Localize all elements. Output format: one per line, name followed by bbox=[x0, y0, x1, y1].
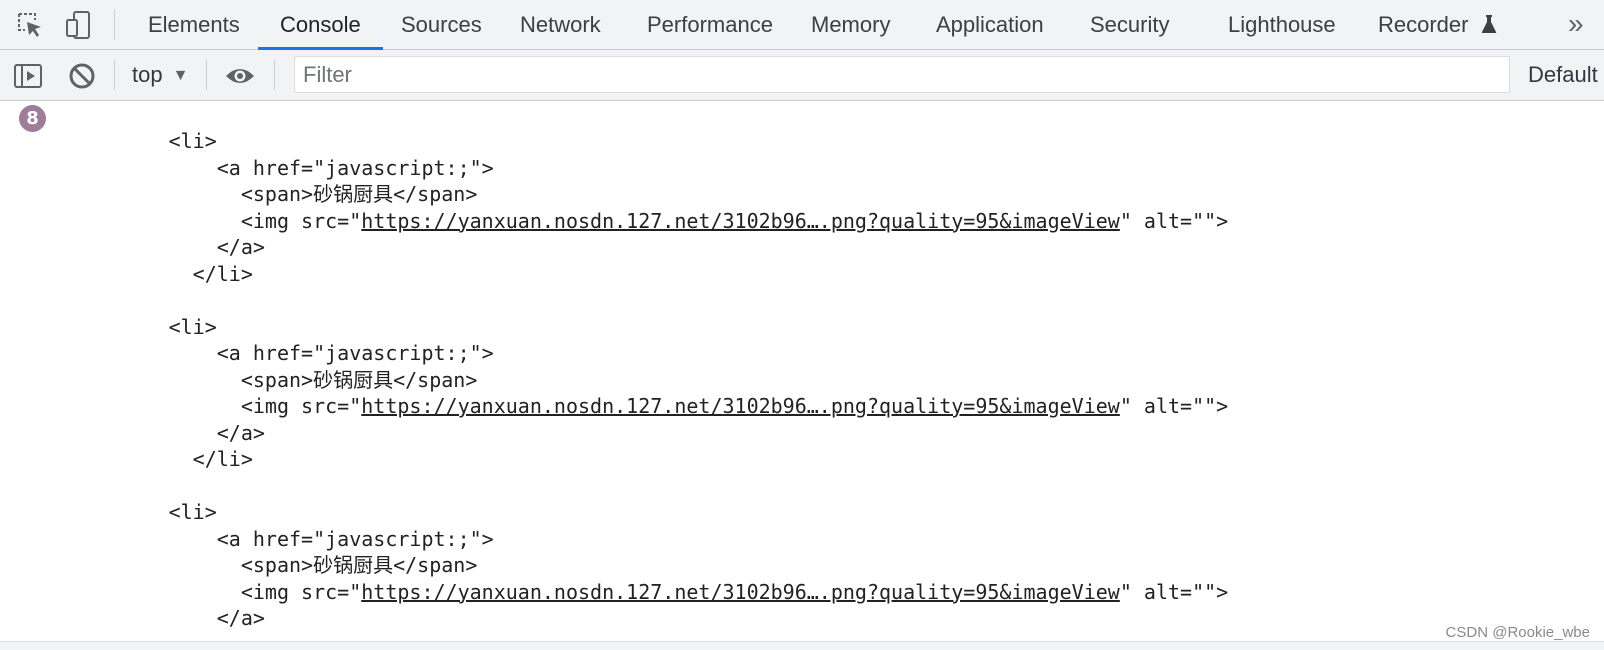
console-code-line: <span>砂锅厨具</span> bbox=[0, 367, 478, 394]
image-url-link[interactable]: https://yanxuan.nosdn.127.net/3102b96….p… bbox=[361, 208, 1120, 233]
console-code-line: <li> bbox=[0, 314, 217, 341]
console-code-line: <span>砂锅厨具</span> bbox=[0, 552, 478, 579]
repeat-count-badge: 8 bbox=[19, 105, 46, 132]
code-text: <li> bbox=[168, 314, 217, 339]
code-indent bbox=[0, 156, 217, 180]
console-code-line: <a href="javascript:;"> bbox=[0, 155, 494, 182]
console-code-line: <img src="https://yanxuan.nosdn.127.net/… bbox=[0, 393, 1228, 420]
code-text: <span>砂锅厨具</span> bbox=[240, 367, 478, 392]
tab-console[interactable]: Console bbox=[258, 0, 383, 50]
code-text: <img src=" bbox=[240, 394, 362, 418]
console-code-line: <span>砂锅厨具</span> bbox=[0, 181, 478, 208]
tab-recorder[interactable]: Recorder bbox=[1356, 0, 1519, 50]
code-text: <a href="javascript:;"> bbox=[216, 155, 494, 180]
inspect-element-icon[interactable] bbox=[14, 9, 46, 41]
code-indent bbox=[0, 553, 241, 577]
code-text: " alt=""> bbox=[1119, 208, 1229, 233]
image-url-link[interactable]: https://yanxuan.nosdn.127.net/3102b96….p… bbox=[361, 579, 1120, 604]
code-indent bbox=[0, 262, 193, 286]
code-indent bbox=[0, 182, 241, 206]
code-indent bbox=[0, 129, 169, 153]
tab-memory[interactable]: Memory bbox=[811, 12, 891, 37]
tab-security[interactable]: Security bbox=[1090, 12, 1170, 37]
tab-application[interactable]: Application bbox=[936, 12, 1044, 37]
console-messages: 8 <li> <a href="javascript:;"> <span>砂锅厨… bbox=[0, 101, 1604, 641]
tab-network[interactable]: Network bbox=[520, 12, 601, 37]
live-expression-eye-icon[interactable] bbox=[224, 60, 256, 92]
code-indent bbox=[0, 447, 193, 471]
log-levels-dropdown[interactable]: Default bbox=[1528, 62, 1598, 87]
console-bottom-strip bbox=[0, 641, 1604, 650]
show-sidebar-icon[interactable] bbox=[12, 60, 44, 92]
console-code-line: <a href="javascript:;"> bbox=[0, 340, 494, 367]
console-code-line: </a> bbox=[0, 234, 265, 261]
watermark: CSDN @Rookie_wbe bbox=[1445, 624, 1590, 641]
code-indent bbox=[0, 421, 217, 445]
code-text: </a> bbox=[216, 420, 265, 445]
code-indent bbox=[0, 394, 241, 418]
code-indent bbox=[0, 500, 169, 524]
tab-performance[interactable]: Performance bbox=[647, 12, 773, 37]
more-tabs-chevron-icon[interactable]: » bbox=[1568, 8, 1584, 39]
console-code-line: <li> bbox=[0, 128, 217, 155]
code-indent bbox=[0, 606, 217, 630]
tab-recorder-label: Recorder bbox=[1378, 12, 1469, 37]
code-text: " alt=""> bbox=[1119, 579, 1229, 604]
code-indent bbox=[0, 580, 241, 604]
device-toolbar-icon[interactable] bbox=[62, 9, 94, 41]
code-text: <span>砂锅厨具</span> bbox=[240, 553, 478, 577]
image-url-link[interactable]: https://yanxuan.nosdn.127.net/3102b96….p… bbox=[361, 394, 1120, 418]
tab-elements[interactable]: Elements bbox=[148, 12, 240, 37]
console-code-line: </li> bbox=[0, 261, 253, 288]
code-text: " alt=""> bbox=[1119, 394, 1229, 418]
tab-sources[interactable]: Sources bbox=[401, 12, 482, 37]
console-code-line: </li> bbox=[0, 446, 253, 473]
code-indent bbox=[0, 368, 241, 392]
toolbar-divider bbox=[114, 60, 115, 90]
code-indent bbox=[0, 315, 169, 339]
code-text: <span>砂锅厨具</span> bbox=[240, 182, 478, 206]
filter-input[interactable] bbox=[294, 56, 1510, 93]
code-text: <img src=" bbox=[240, 579, 362, 604]
console-code-line: <li> bbox=[0, 499, 217, 526]
console-code-line: <img src="https://yanxuan.nosdn.127.net/… bbox=[0, 208, 1228, 235]
experimental-flask-icon bbox=[1481, 2, 1497, 52]
execution-context-select[interactable]: top ▼ bbox=[132, 60, 188, 90]
code-indent bbox=[0, 209, 241, 233]
toolbar-divider bbox=[274, 60, 275, 90]
toolbar-divider bbox=[206, 60, 207, 90]
code-text: </li> bbox=[192, 261, 253, 286]
code-text: </a> bbox=[216, 606, 265, 630]
code-text: <img src=" bbox=[240, 208, 362, 233]
code-text: <li> bbox=[168, 500, 217, 524]
toolbar-divider bbox=[114, 10, 115, 40]
context-value: top bbox=[132, 62, 163, 87]
devtools-tab-bar: Elements Console Sources Network Perform… bbox=[0, 0, 1604, 50]
console-toolbar: top ▼ Default bbox=[0, 50, 1604, 101]
tab-lighthouse[interactable]: Lighthouse bbox=[1228, 12, 1336, 37]
console-code-line: </a> bbox=[0, 605, 265, 632]
code-indent bbox=[0, 235, 217, 259]
code-indent bbox=[0, 527, 217, 551]
code-text: </a> bbox=[216, 235, 265, 259]
code-text: <a href="javascript:;"> bbox=[216, 341, 494, 365]
code-indent bbox=[0, 341, 217, 365]
clear-console-icon[interactable] bbox=[66, 60, 98, 92]
console-code-line: </a> bbox=[0, 420, 265, 447]
console-code-line: <a href="javascript:;"> bbox=[0, 526, 494, 553]
code-text: <li> bbox=[168, 129, 217, 153]
code-text: </li> bbox=[192, 447, 253, 471]
console-code-line: <img src="https://yanxuan.nosdn.127.net/… bbox=[0, 579, 1228, 606]
chevron-down-icon: ▼ bbox=[172, 67, 189, 84]
code-text: <a href="javascript:;"> bbox=[216, 526, 494, 551]
